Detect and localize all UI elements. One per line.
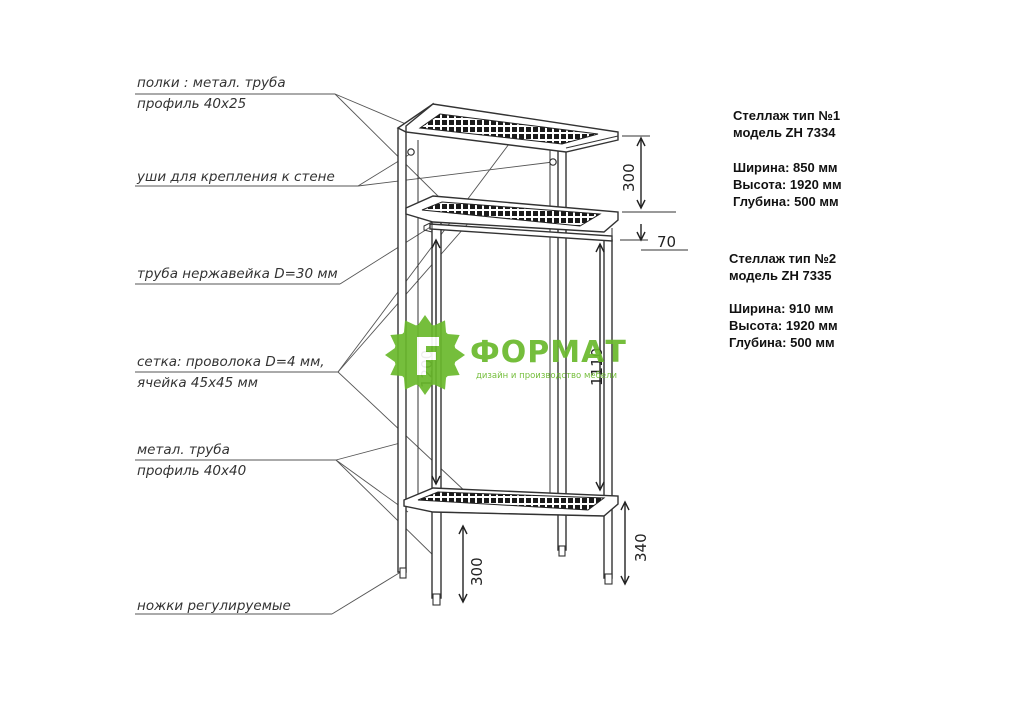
spec2-title: Стеллаж тип №2 (729, 251, 836, 266)
callout-mesh-line1: сетка: проволока D=4 мм, (137, 354, 325, 370)
callout-feet: ножки регулируемые (137, 598, 291, 614)
spec1-depth: Глубина: 500 мм (733, 194, 839, 209)
middle-shelf-mesh (421, 201, 602, 227)
callout-shelves-line1: полки : метал. труба (137, 75, 286, 91)
callout-frame-line1: метал. труба (137, 442, 230, 458)
top-shelf-mesh (418, 113, 599, 145)
bottom-shelf-mesh (417, 491, 606, 511)
spec1-height: Высота: 1920 мм (733, 177, 842, 192)
dim-top-gap: 300 (620, 163, 638, 192)
callout-rail: труба нержавейка D=30 мм (137, 266, 338, 282)
foot-rear-left (399, 567, 407, 579)
spec1-width: Ширина: 850 мм (733, 160, 838, 175)
callout-mesh-line2: ячейка 45х45 мм (137, 375, 258, 391)
foot-rear-right (558, 545, 566, 557)
dim-bottom-right: 340 (632, 533, 650, 562)
spec1-model: модель ZH 7334 (733, 125, 836, 140)
foot-front-left (432, 593, 441, 606)
callout-frame-line2: профиль 40х40 (137, 463, 246, 479)
dim-rail-offset: 70 (657, 233, 676, 251)
saw-blade-icon (385, 315, 465, 395)
foot-front-right (604, 573, 613, 585)
callout-wall-ears: уши для крепления к стене (136, 169, 335, 185)
watermark: ФОРМАТ дизайн и производство мебели (385, 315, 627, 395)
callout-shelves-line2: профиль 40х25 (137, 96, 246, 112)
dim-bottom-left: 300 (468, 557, 486, 586)
spec2-depth: Глубина: 500 мм (729, 335, 835, 350)
wall-ear-left (407, 148, 415, 156)
spec2-width: Ширина: 910 мм (729, 301, 834, 316)
dim-right-height: 1110 (588, 348, 606, 386)
rack (396, 102, 619, 606)
wall-ear-right (549, 158, 557, 166)
specs-type2: Стеллаж тип №2 модель ZH 7335 Ширина: 91… (729, 251, 838, 350)
spec2-height: Высота: 1920 мм (729, 318, 838, 333)
front-right-upright (603, 239, 613, 579)
watermark-name: ФОРМАТ (470, 335, 627, 370)
callouts: полки : метал. труба профиль 40х25 уши д… (135, 75, 554, 615)
specs-type1: Стеллаж тип №1 модель ZH 7334 Ширина: 85… (733, 108, 842, 209)
spec2-model: модель ZH 7335 (729, 268, 831, 283)
spec1-title: Стеллаж тип №1 (733, 108, 840, 123)
watermark-tagline: дизайн и производство мебели (476, 371, 617, 381)
